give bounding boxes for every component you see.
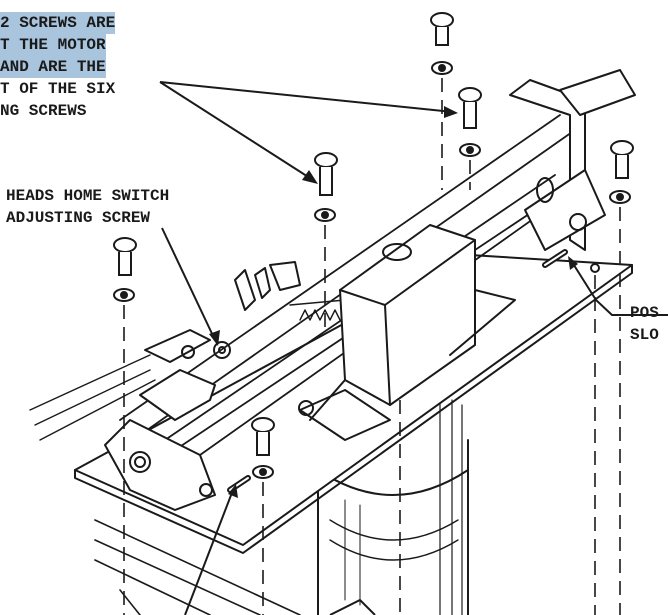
spring: [289, 299, 346, 321]
arrowhead-screw-center: [302, 170, 318, 184]
frame-lines: [94, 519, 301, 615]
housing-block: [298, 224, 516, 441]
screw-left: [113, 237, 137, 302]
screws-note-line-5: NG SCREWS: [0, 102, 87, 120]
screws-note-line-4: T OF THE SIX: [0, 80, 116, 98]
screw-top-center: [430, 12, 454, 75]
motor-body: [317, 399, 469, 615]
screw-center-left: [314, 152, 338, 222]
position-slot-label-line-1: POS: [630, 304, 659, 322]
screws-note-line-3: AND ARE THE: [0, 56, 106, 78]
position-slot-label-line-2: SLO: [630, 326, 659, 344]
home-switch: [181, 261, 301, 359]
heads-home-label-line-2: ADJUSTING SCREW: [6, 209, 151, 227]
head-carriage: [29, 329, 216, 441]
leader-bottom-right: [329, 598, 376, 615]
leader-to-screw-center: [159, 81, 314, 181]
screw-far-right: [609, 140, 634, 204]
screws-note-line-2: T THE MOTOR: [0, 34, 106, 56]
heads-home-label-line-1: HEADS HOME SWITCH: [6, 187, 170, 205]
leader-heads-home: [161, 227, 216, 341]
right-end-support: [509, 69, 636, 251]
arrowhead-bottom-slot: [228, 484, 238, 498]
screws-note-line-1: 2 SCREWS ARE: [0, 12, 116, 34]
arrowhead-screw-right: [444, 106, 458, 118]
screw-bottom: [251, 417, 275, 479]
screw-top-right: [458, 87, 482, 157]
arrowhead-heads-home: [209, 330, 220, 346]
left-end-bracket: [104, 419, 216, 511]
positioning-slot: [542, 249, 600, 273]
arrowhead-position-slot: [568, 256, 578, 270]
leader-position-slot: [571, 261, 668, 316]
leader-bottom-slot: [184, 489, 234, 615]
leader-to-screw-right: [159, 81, 454, 113]
